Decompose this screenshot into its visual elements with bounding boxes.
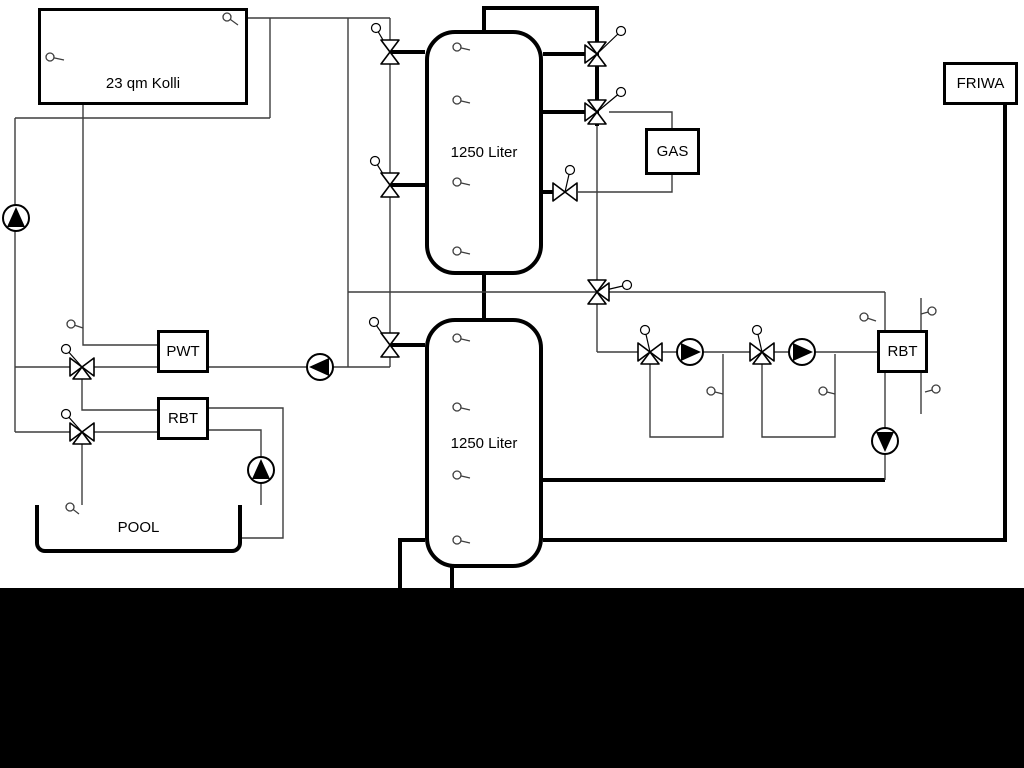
pipe-pool-suction — [209, 429, 262, 505]
friwa-station: FRIWA — [943, 62, 1018, 105]
pwt-label: PWT — [166, 343, 200, 360]
buffer-tank-bottom: 1250 Liter — [425, 318, 543, 568]
gas-label: GAS — [656, 143, 689, 160]
pool-basin: POOL — [35, 505, 242, 553]
heat-exchanger-rbt-right: RBT — [877, 330, 928, 373]
letterbox-band — [0, 588, 1024, 768]
pipe-tank2-left-bottom — [398, 538, 425, 588]
tank-bottom-label: 1250 Liter — [450, 434, 518, 452]
pipe-gas-return — [578, 175, 673, 193]
rbt-left-label: RBT — [168, 410, 198, 427]
gas-boiler: GAS — [645, 128, 700, 175]
buffer-tank-top: 1250 Liter — [425, 30, 543, 275]
rbt-right-label: RBT — [887, 343, 918, 360]
heat-exchanger-rbt-left: RBT — [157, 397, 209, 440]
pipe-rbt-to-pool-wall — [209, 407, 284, 539]
pipe-circuit2-loop — [761, 354, 836, 438]
pipe-collector-to-pwt — [82, 105, 157, 346]
friwa-label: FRIWA — [956, 75, 1005, 92]
collector-label: 23 qm Kolli — [105, 75, 181, 92]
pipe-top-header — [482, 6, 599, 126]
pipe-valve-to-rbt — [81, 377, 157, 411]
tank-top-label: 1250 Liter — [450, 144, 518, 161]
pipe-circuit1-loop — [649, 354, 724, 438]
pipe-friwa-riser — [543, 105, 1007, 542]
heat-exchanger-pwt: PWT — [157, 330, 209, 373]
pool-label: POOL — [117, 518, 160, 536]
pipe-gas-supply — [609, 111, 673, 128]
solar-collector: 23 qm Kolli — [38, 8, 248, 105]
